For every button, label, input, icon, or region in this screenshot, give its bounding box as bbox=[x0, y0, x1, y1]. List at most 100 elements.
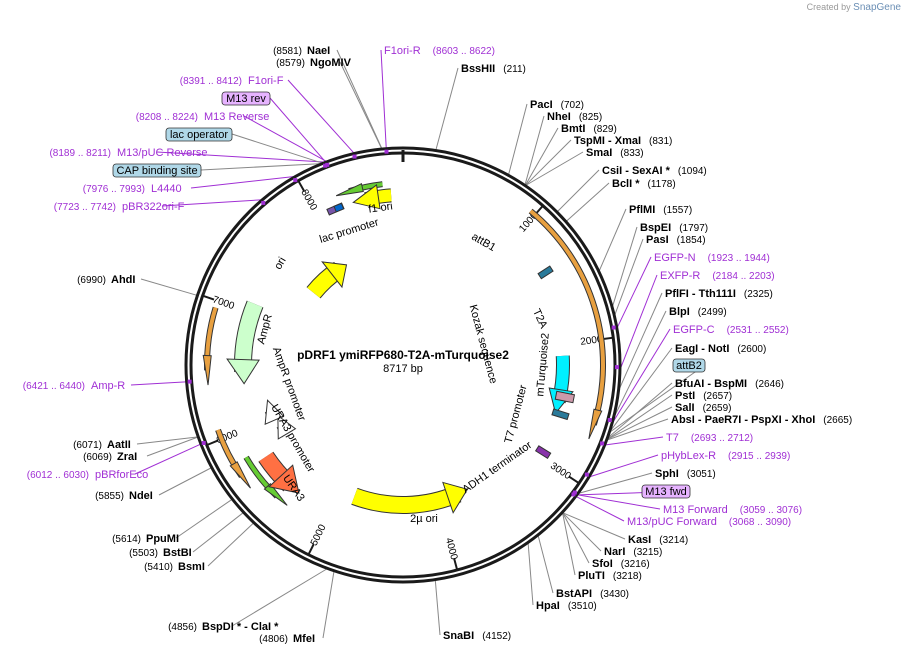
primer-egfp-c-pos: (2531 .. 2552) bbox=[727, 325, 789, 336]
boxed-m13-fwd[interactable] bbox=[641, 484, 691, 499]
connector-line bbox=[619, 292, 663, 389]
orange-strand-arc-arrowhead bbox=[202, 354, 212, 386]
primer-pbrforeco-marker bbox=[201, 441, 206, 446]
site-bsmi: BsmI bbox=[178, 561, 205, 573]
primer-pbr322ori-f-line bbox=[161, 199, 261, 207]
tick-mark bbox=[307, 543, 315, 556]
site-aatii-pos: (6071) bbox=[73, 440, 102, 451]
connector-line bbox=[146, 436, 198, 457]
primer-l4440-pos: (7976 .. 7993) bbox=[83, 184, 145, 195]
snapgene-credit: Created by SnapGene bbox=[806, 2, 901, 13]
site-bcli: BclI * bbox=[612, 178, 640, 190]
primer-phyblex-r-line bbox=[590, 454, 659, 478]
lac-operator-box[interactable] bbox=[333, 202, 345, 213]
boxed-attb2[interactable] bbox=[672, 358, 706, 373]
primer-egfp-c-line bbox=[613, 328, 671, 422]
tick-mark bbox=[202, 294, 215, 301]
primer-m13-puc-forward: M13/pUC Forward bbox=[627, 516, 717, 528]
site-mfei-pos: (4806) bbox=[259, 634, 288, 645]
connector-line bbox=[566, 182, 610, 222]
2u-ori-arc[interactable] bbox=[351, 486, 461, 513]
primer-m13-puc-forward-line bbox=[576, 496, 625, 522]
primer-m13-reverse-pos: (8208 .. 8224) bbox=[136, 112, 198, 123]
site-bsshii-pos: (211) bbox=[503, 64, 526, 75]
site-psti-pos: (2657) bbox=[703, 391, 732, 402]
primer-m13-reverse-line bbox=[243, 115, 327, 162]
attb2-box[interactable] bbox=[551, 408, 570, 421]
connector-line bbox=[508, 103, 528, 175]
site-tspmi-xmai: TspMI - XmaI bbox=[574, 135, 641, 147]
site-smai-pos: (833) bbox=[620, 148, 643, 159]
boxed-m13-rev[interactable] bbox=[221, 91, 271, 106]
site-absi-paer7i-pspxi-xhoi-pos: (2665) bbox=[823, 415, 852, 426]
connector-line bbox=[175, 499, 232, 539]
site-snabi: SnaBI bbox=[443, 630, 474, 642]
primer-egfp-c: EGFP-C bbox=[673, 324, 715, 336]
boxed-m13-rev-line bbox=[269, 97, 326, 162]
primer-f1ori-r-marker bbox=[384, 149, 389, 154]
site-tspmi-xmai-pos: (831) bbox=[649, 136, 672, 147]
2u-ori-arc-arrowhead bbox=[442, 481, 469, 514]
primer-f1ori-r-line bbox=[380, 49, 387, 148]
site-ngomiv: NgoMIV bbox=[310, 57, 352, 69]
connector-line bbox=[336, 49, 383, 149]
primer-f1ori-f-marker bbox=[352, 154, 357, 159]
snapgene-logo: SnapGene bbox=[853, 2, 901, 13]
primer-l4440-line bbox=[190, 176, 294, 189]
primer-t7: T7 bbox=[666, 432, 679, 444]
primer-m13-puc-reverse: M13/pUC Reverse bbox=[117, 147, 207, 159]
primer-egfp-n-line bbox=[617, 256, 652, 328]
feature-t2a: T2A bbox=[530, 307, 550, 331]
primer-m13-puc-reverse-pos: (8189 .. 8211) bbox=[49, 148, 111, 159]
ampr-promoter-arc-arrowhead bbox=[264, 399, 285, 425]
connector-line bbox=[562, 512, 602, 552]
site-bspei-pos: (1797) bbox=[679, 223, 708, 234]
connector-line bbox=[607, 406, 673, 440]
site-bcli-pos: (1178) bbox=[648, 179, 676, 190]
site-csii-sexai-pos: (1094) bbox=[678, 166, 707, 177]
connector-line bbox=[136, 436, 198, 445]
primer-f1ori-r: F1ori-R bbox=[384, 45, 421, 57]
boxed-m13-rev-label: M13 rev bbox=[226, 93, 266, 105]
site-snabi-pos: (4152) bbox=[482, 631, 511, 642]
site-bmti: BmtI bbox=[561, 123, 585, 135]
primer-t7-line bbox=[605, 436, 664, 446]
site-ndei-pos: (5855) bbox=[95, 491, 124, 502]
site-bspei: BspEI bbox=[640, 222, 671, 234]
primer-m13-puc-forward-marker bbox=[571, 492, 576, 497]
boxed-lac-operator[interactable] bbox=[165, 127, 233, 142]
site-nhei: NheI bbox=[547, 111, 571, 123]
ura3-promoter-arc-arrowhead bbox=[277, 414, 297, 440]
ura3-arc-arrowhead bbox=[267, 464, 300, 494]
connector-line bbox=[140, 278, 197, 296]
tick-mark bbox=[206, 439, 219, 447]
primer-amp-r-marker bbox=[187, 379, 192, 384]
site-bstapi: BstAPI bbox=[556, 588, 592, 600]
site-pasi: PasI bbox=[646, 234, 669, 246]
orange-strand-arc[interactable] bbox=[529, 209, 605, 426]
primer-pbrforeco-line bbox=[134, 444, 201, 475]
site-zrai: ZraI bbox=[117, 451, 137, 463]
site-bspdi-clai-pos: (4856) bbox=[168, 622, 197, 633]
site-bfuai-bspmi-pos: (2646) bbox=[755, 379, 784, 390]
tick-label: 5000 bbox=[309, 522, 329, 547]
feature-ori: ori bbox=[272, 255, 289, 272]
boxed-attb2-label: attB2 bbox=[676, 360, 702, 372]
boxed-cap-binding-site[interactable] bbox=[112, 163, 202, 178]
site-ahdi: AhdI bbox=[111, 274, 135, 286]
site-bmti-pos: (829) bbox=[593, 124, 616, 135]
connector-line bbox=[562, 512, 626, 540]
primer-phyblex-r: pHybLex-R bbox=[661, 450, 716, 462]
attb1-box[interactable] bbox=[537, 265, 554, 280]
primer-exfp-r-line bbox=[620, 274, 658, 368]
site-hpai: HpaI bbox=[536, 600, 560, 612]
t7-promoter-box[interactable] bbox=[534, 445, 552, 459]
site-naei-pos: (8581) bbox=[273, 46, 302, 57]
site-blpi-pos: (2499) bbox=[698, 307, 727, 318]
tick-mark bbox=[297, 180, 306, 192]
t2a-box[interactable] bbox=[554, 390, 576, 404]
connector-line bbox=[192, 512, 244, 553]
site-bfuai-bspmi: BfuAI - BspMI bbox=[675, 378, 747, 390]
primer-f1ori-f-pos: (8391 .. 8412) bbox=[180, 76, 242, 87]
feature-attb1: attB1 bbox=[469, 231, 497, 254]
